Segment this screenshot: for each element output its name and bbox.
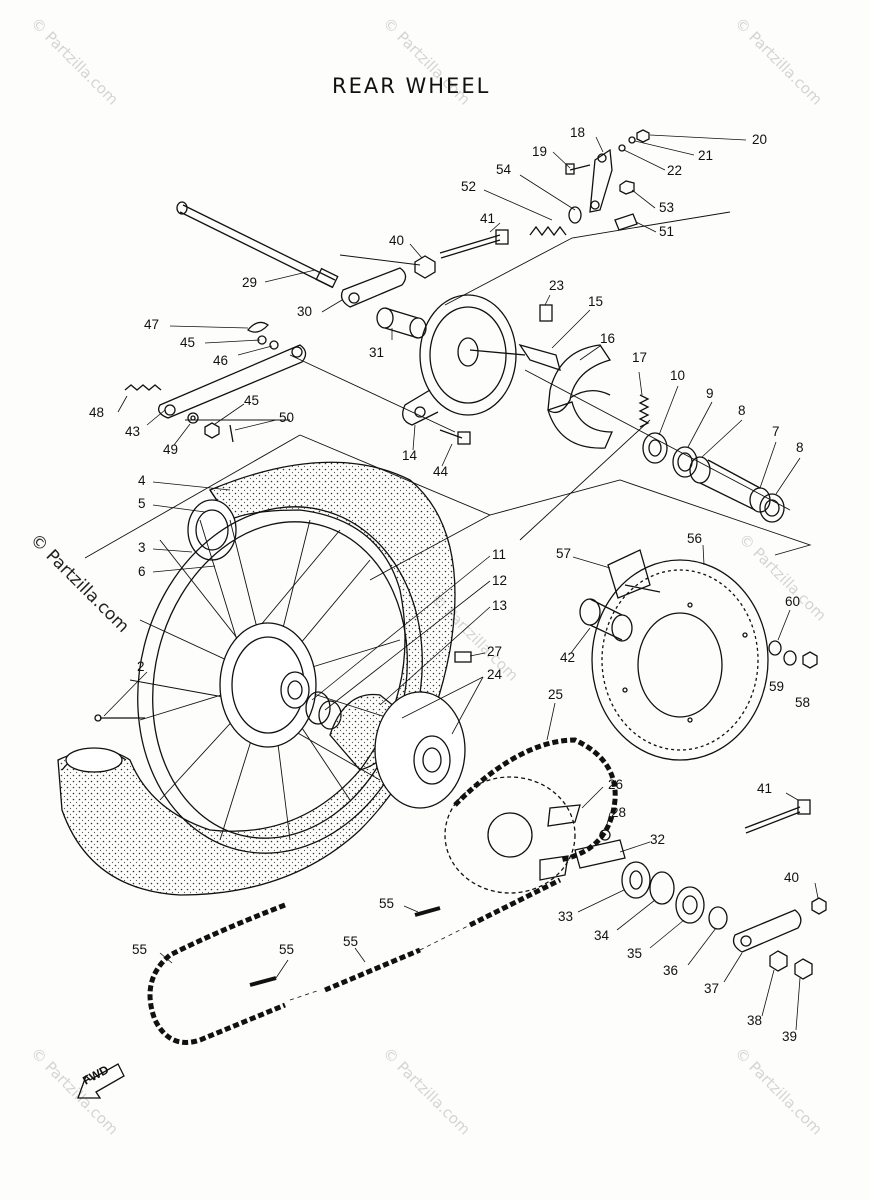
rear-axle (176, 201, 339, 289)
callout-17: 17 (632, 350, 648, 365)
callout-41: 41 (480, 211, 496, 226)
callout-5: 5 (138, 496, 146, 511)
callout-4: 4 (138, 473, 146, 488)
callout-14: 14 (402, 448, 418, 463)
callout-22: 22 (667, 163, 683, 178)
callout-52: 52 (461, 179, 477, 194)
callout-58: 58 (795, 695, 811, 710)
callout-38: 38 (747, 1013, 763, 1028)
callout-37: 37 (704, 981, 720, 996)
callout-8b: 8 (796, 440, 804, 455)
callout-35: 35 (627, 946, 643, 961)
callout-36: 36 (663, 963, 679, 978)
callout-30: 30 (297, 304, 313, 319)
callout-13: 13 (492, 598, 508, 613)
callout-50: 50 (279, 410, 295, 425)
callout-55d: 55 (279, 942, 295, 957)
callout-3: 3 (138, 540, 146, 555)
callout-45: 45 (180, 335, 196, 350)
callout-42: 42 (560, 650, 576, 665)
callout-20: 20 (752, 132, 768, 147)
callout-8: 8 (738, 403, 746, 418)
callout-57: 57 (556, 546, 572, 561)
callout-12: 12 (492, 573, 508, 588)
callout-39: 39 (782, 1029, 798, 1044)
callout-28: 28 (611, 805, 627, 820)
callout-43: 43 (125, 424, 141, 439)
callout-40b: 40 (784, 870, 800, 885)
callout-55c: 55 (132, 942, 148, 957)
callout-45b: 45 (244, 393, 260, 408)
callout-10: 10 (670, 368, 686, 383)
callout-32: 32 (650, 832, 666, 847)
callout-34: 34 (594, 928, 610, 943)
callout-55b: 55 (343, 934, 359, 949)
callout-26: 26 (608, 777, 624, 792)
callout-16: 16 (600, 331, 616, 346)
callout-47: 47 (144, 317, 160, 332)
callout-11: 11 (492, 547, 507, 562)
diagram-title: REAR WHEEL (332, 74, 491, 98)
callout-19: 19 (532, 144, 548, 159)
callout-29: 29 (242, 275, 258, 290)
callout-48: 48 (89, 405, 105, 420)
callout-18: 18 (570, 125, 586, 140)
callout-31: 31 (369, 345, 385, 360)
callout-54: 54 (496, 162, 512, 177)
callout-53: 53 (659, 200, 675, 215)
callout-6: 6 (138, 564, 146, 579)
drive-sprocket (591, 559, 769, 761)
callout-44: 44 (433, 464, 449, 479)
callout-60: 60 (785, 594, 801, 609)
callout-56: 56 (687, 531, 703, 546)
callout-9: 9 (706, 386, 714, 401)
callout-41b: 41 (757, 781, 773, 796)
callout-27: 27 (487, 644, 503, 659)
callout-24: 24 (487, 667, 503, 682)
callout-46: 46 (213, 353, 229, 368)
callout-7: 7 (772, 424, 780, 439)
callout-40: 40 (389, 233, 405, 248)
callout-2: 2 (137, 659, 145, 674)
callout-15: 15 (588, 294, 604, 309)
callout-25: 25 (548, 687, 564, 702)
callout-33: 33 (558, 909, 574, 924)
callout-21: 21 (698, 148, 714, 163)
callout-49: 49 (163, 442, 179, 457)
brake-panel (402, 294, 526, 426)
callout-51: 51 (659, 224, 675, 239)
callout-59: 59 (769, 679, 785, 694)
callout-23: 23 (549, 278, 565, 293)
callout-55a: 55 (379, 896, 395, 911)
